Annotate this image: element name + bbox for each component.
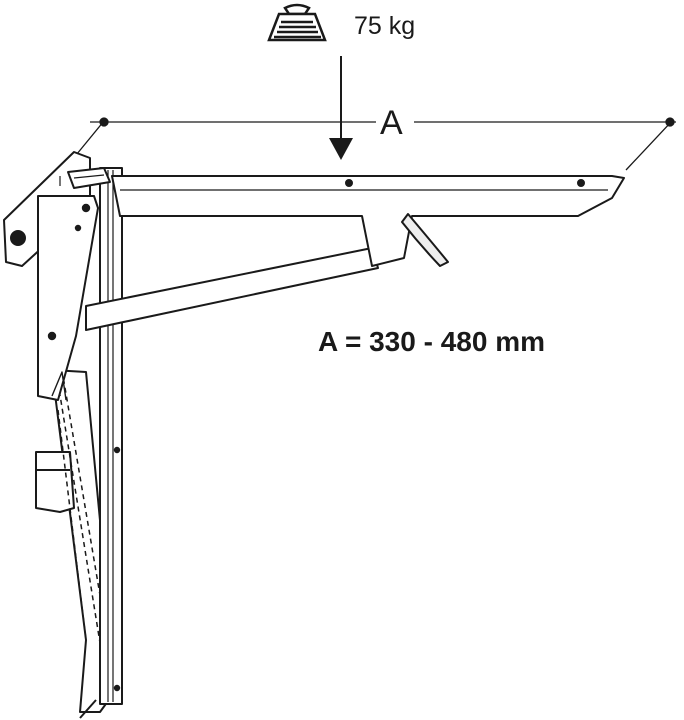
diagonal-brace bbox=[85, 247, 379, 331]
bracket-drawing bbox=[3, 151, 625, 719]
mount-hole bbox=[10, 230, 26, 246]
load-label: 75 kg bbox=[354, 12, 416, 40]
dimension-letter: A bbox=[376, 104, 407, 143]
top-arm bbox=[111, 175, 625, 267]
dimension-line bbox=[71, 117, 676, 171]
arm-tab bbox=[35, 451, 75, 513]
release-lever bbox=[401, 213, 449, 267]
vertical-post bbox=[99, 167, 123, 705]
weight-icon bbox=[267, 3, 327, 42]
load-arrow bbox=[329, 56, 353, 160]
dimension-range-label: A = 330 - 480 mm bbox=[318, 326, 545, 357]
top-hinge bbox=[67, 167, 111, 189]
side-bracket bbox=[37, 195, 99, 401]
